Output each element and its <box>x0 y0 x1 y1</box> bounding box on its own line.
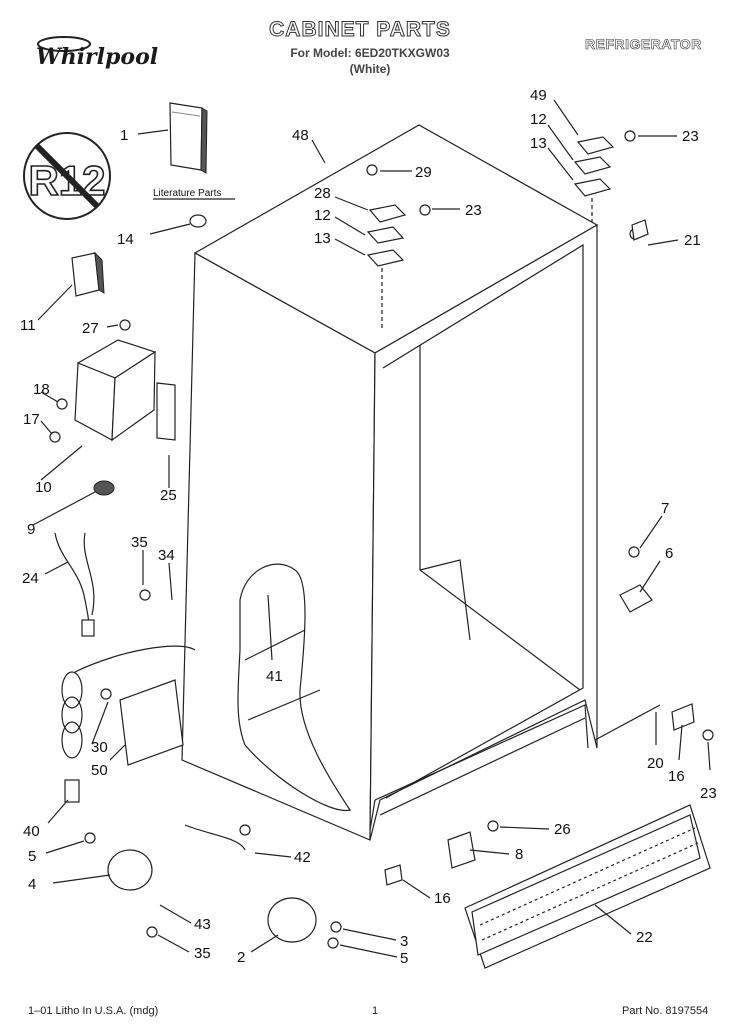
callout-5: 5 <box>28 848 36 865</box>
callout-26: 26 <box>554 821 571 838</box>
clip-part <box>631 219 649 241</box>
color-variant: (White) <box>349 62 391 76</box>
wiring-harness <box>54 532 95 637</box>
callout-13: 13 <box>530 135 547 152</box>
literature-parts-label: Literature Parts <box>153 188 221 199</box>
callout-50: 50 <box>91 762 108 779</box>
callout-28: 28 <box>314 185 331 202</box>
callout-48: 48 <box>292 127 309 144</box>
callout-23: 23 <box>700 785 717 802</box>
callout-1: 1 <box>120 127 128 144</box>
callout-13: 13 <box>314 230 331 247</box>
print-info: 1–01 Litho In U.S.A. (mdg) <box>28 1005 159 1017</box>
callout-40: 40 <box>23 823 40 840</box>
callout-29: 29 <box>415 164 432 181</box>
callout-35: 35 <box>194 945 211 962</box>
r12-text: R12 <box>28 157 105 204</box>
compressor-parts <box>107 824 317 943</box>
mount-bracket <box>447 831 476 869</box>
literature-booklet <box>169 102 208 174</box>
callout-11: 11 <box>20 317 36 334</box>
callout-24: 24 <box>22 570 39 587</box>
callout-16: 16 <box>434 890 451 907</box>
callout-4: 4 <box>28 876 36 893</box>
callout-49: 49 <box>530 87 547 104</box>
control-box <box>74 339 176 442</box>
callout-20: 20 <box>647 755 664 772</box>
base-grille <box>464 804 711 969</box>
brand-name: Whirlpool <box>36 44 159 70</box>
top-hinge-right <box>573 136 615 222</box>
page-title: CABINET PARTS <box>269 18 451 42</box>
callout-23: 23 <box>682 128 699 145</box>
no-r12-icon: R12 <box>23 132 111 220</box>
grommet <box>93 480 115 496</box>
callout-23: 23 <box>465 202 482 219</box>
callout-12: 12 <box>314 207 331 224</box>
screws <box>49 130 714 949</box>
category-label: REFRIGERATOR <box>585 36 702 53</box>
cabinet-body <box>181 124 661 841</box>
leader-lines <box>32 99 711 958</box>
leveling-bracket <box>619 584 653 613</box>
bracket-part <box>671 703 695 731</box>
power-cord <box>61 645 196 803</box>
callout-25: 25 <box>160 487 177 504</box>
callout-8: 8 <box>515 846 523 863</box>
callout-34: 34 <box>158 547 175 564</box>
callout-7: 7 <box>661 500 669 517</box>
callout-21: 21 <box>684 232 701 249</box>
callout-35: 35 <box>131 534 148 551</box>
callout-27: 27 <box>82 320 99 337</box>
callout-18: 18 <box>33 381 50 398</box>
callout-3: 3 <box>400 933 408 950</box>
callout-12: 12 <box>530 111 547 128</box>
callout-41: 41 <box>266 668 283 685</box>
model-line: For Model: 6ED20TKXGW03 <box>290 46 450 60</box>
callout-42: 42 <box>294 849 311 866</box>
logo-swoosh-icon <box>37 36 91 52</box>
callout-22: 22 <box>636 929 653 946</box>
callout-43: 43 <box>194 916 211 933</box>
callout-5: 5 <box>400 950 408 967</box>
terminal-block <box>71 251 105 297</box>
relay-bracket <box>119 679 184 766</box>
callout-14: 14 <box>117 231 134 248</box>
part-number: Part No. 8197554 <box>622 1005 709 1017</box>
callout-9: 9 <box>27 521 35 538</box>
callout-6: 6 <box>665 545 673 562</box>
top-hinge-left <box>366 204 407 330</box>
callout-16: 16 <box>668 768 685 785</box>
page-number: 1 <box>372 1005 379 1017</box>
callout-30: 30 <box>91 739 108 756</box>
whirlpool-logo: Whirlpool <box>24 34 159 76</box>
clip-part-lower <box>384 864 403 886</box>
callout-numbers: 1 48 49 12 13 23 29 28 12 23 13 14 21 11… <box>20 87 717 967</box>
callout-2: 2 <box>237 949 245 966</box>
callout-10: 10 <box>35 479 52 496</box>
callout-17: 17 <box>23 411 40 428</box>
